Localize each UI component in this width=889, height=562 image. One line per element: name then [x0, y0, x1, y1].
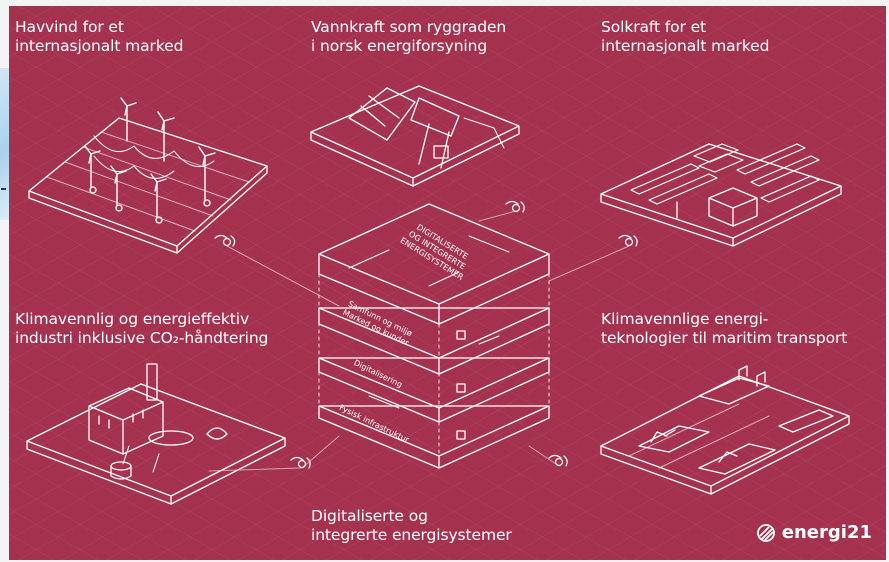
label-digital-systems: Digitaliserte og integrerte energisystem…: [311, 507, 512, 545]
label-industry-line-1: Klimavennlig og energieffektiv: [15, 310, 250, 328]
label-solar-line-1: Solkraft for et: [601, 18, 707, 36]
label-industry-line-2: industri inklusive CO₂-håndtering: [15, 329, 269, 347]
label-digital-line-2: integrerte energisystemer: [311, 526, 512, 544]
label-maritime: Klimavennlige energi- teknologier til ma…: [601, 310, 847, 348]
logo-text: energi21: [781, 522, 872, 543]
energi21-logo-icon: [756, 523, 775, 542]
label-hydropower-line-1: Vannkraft som ryggraden: [311, 18, 507, 36]
label-solar-line-2: internasjonalt marked: [601, 37, 770, 55]
label-digital-line-1: Digitaliserte og: [311, 507, 428, 525]
label-maritime-line-2: teknologier til maritim transport: [601, 329, 848, 347]
energi21-logo: energi21: [756, 522, 872, 543]
label-industry: Klimavennlig og energieffektiv industri …: [15, 310, 268, 348]
label-offshore-wind-line-2: internasjonalt marked: [15, 37, 184, 55]
maritime-illustration: [600, 365, 850, 495]
energi21-poster: DIGITALISERTE OG INTEGRERTE ENERGISYSTEM…: [9, 6, 886, 560]
label-hydropower-line-2: i norsk energiforsyning: [311, 37, 488, 55]
label-hydropower: Vannkraft som ryggraden i norsk energifo…: [311, 18, 506, 56]
label-maritime-line-1: Klimavennlige energi-: [601, 310, 769, 328]
hydropower-illustration: [310, 85, 520, 187]
label-offshore-wind: Havvind for et internasjonalt marked: [15, 18, 183, 56]
solar-illustration: [600, 143, 842, 247]
offshore-wind-illustration: [28, 97, 268, 254]
illustration: DIGITALISERTE OG INTEGRERTE ENERGISYSTEM…: [26, 85, 850, 505]
industry-illustration: [26, 363, 286, 505]
connector-lines: [208, 210, 630, 472]
sensor-icons: [214, 200, 638, 469]
left-edge-mark: [1, 188, 6, 190]
label-offshore-wind-line-1: Havvind for et: [15, 18, 124, 36]
stack-digitalization-label: Digitalisering: [352, 358, 404, 389]
label-solar: Solkraft for et internasjonalt marked: [601, 18, 769, 56]
central-layer-stack: [318, 203, 550, 469]
stack-physical-label: Fysisk infrastruktur: [338, 403, 411, 445]
